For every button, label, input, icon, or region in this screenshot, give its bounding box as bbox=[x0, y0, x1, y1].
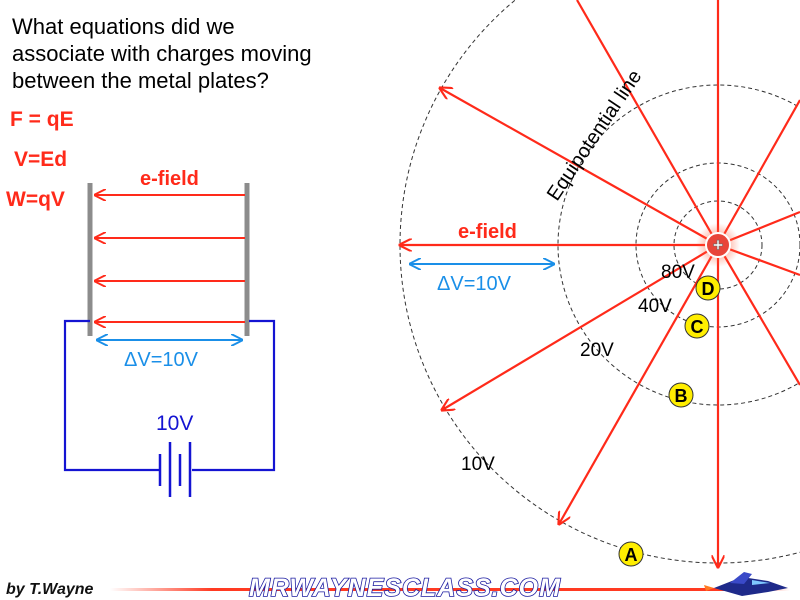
equation-voltage: V=Ed bbox=[14, 148, 67, 171]
point-b: B bbox=[668, 382, 694, 408]
jet-logo-icon bbox=[704, 572, 788, 596]
potential-label-10v: 10V bbox=[461, 454, 495, 475]
site-logo-text: MRWAYNESCLASS.COM bbox=[249, 574, 561, 600]
equations: F = qE V=Ed W=qV bbox=[6, 108, 74, 211]
point-d: D bbox=[695, 275, 721, 301]
author-credit: by T.Wayne bbox=[6, 581, 94, 598]
field-line-lower-right bbox=[717, 244, 800, 386]
radial-field-lines bbox=[400, 0, 800, 567]
point-d-label: D bbox=[702, 279, 715, 299]
potential-label-80v: 80V bbox=[661, 262, 695, 283]
field-line-upper-left bbox=[440, 88, 719, 246]
point-delta-v-label: ΔV=10V bbox=[437, 273, 512, 295]
question-line-2: associate with charges moving bbox=[12, 41, 312, 66]
battery-symbol bbox=[158, 442, 192, 497]
plates-efield-label: e-field bbox=[140, 168, 199, 190]
field-line-down-left bbox=[559, 244, 719, 524]
equation-work: W=qV bbox=[6, 188, 65, 211]
point-efield-label: e-field bbox=[458, 221, 517, 243]
question-line-1: What equations did we bbox=[12, 14, 235, 39]
question-block: What equations did we associate with cha… bbox=[12, 14, 312, 93]
potential-label-20v: 20V bbox=[580, 340, 614, 361]
point-a: A bbox=[618, 541, 644, 567]
field-line-upper-right bbox=[717, 99, 800, 246]
potential-label-40v: 40V bbox=[638, 296, 672, 317]
point-c: C bbox=[684, 313, 710, 339]
equipotential-circle-80v bbox=[673, 200, 763, 290]
field-line-lower-left bbox=[442, 244, 719, 410]
question-line-3: between the metal plates? bbox=[12, 68, 269, 93]
point-b-label: B bbox=[675, 386, 688, 406]
charge-sign: + bbox=[713, 235, 724, 255]
battery-voltage-label: 10V bbox=[156, 412, 193, 435]
positive-charge: + bbox=[696, 223, 740, 267]
parallel-plates-diagram: e-field ΔV=10V 10V bbox=[63, 168, 276, 497]
point-a-label: A bbox=[625, 545, 638, 565]
equation-force: F = qE bbox=[10, 108, 74, 131]
point-charge-diagram: + e-field ΔV=10V Equipotential line 80V … bbox=[400, 0, 800, 567]
plates-delta-v-label: ΔV=10V bbox=[124, 349, 199, 371]
footer-stripe bbox=[110, 588, 790, 591]
battery-circuit-wire bbox=[63, 319, 276, 472]
point-c-label: C bbox=[691, 317, 704, 337]
equipotential-line-label: Equipotential line bbox=[543, 66, 646, 205]
field-line-up-left bbox=[576, 0, 719, 246]
footer: by T.Wayne MRWAYNESCLASS.COM bbox=[6, 572, 790, 600]
